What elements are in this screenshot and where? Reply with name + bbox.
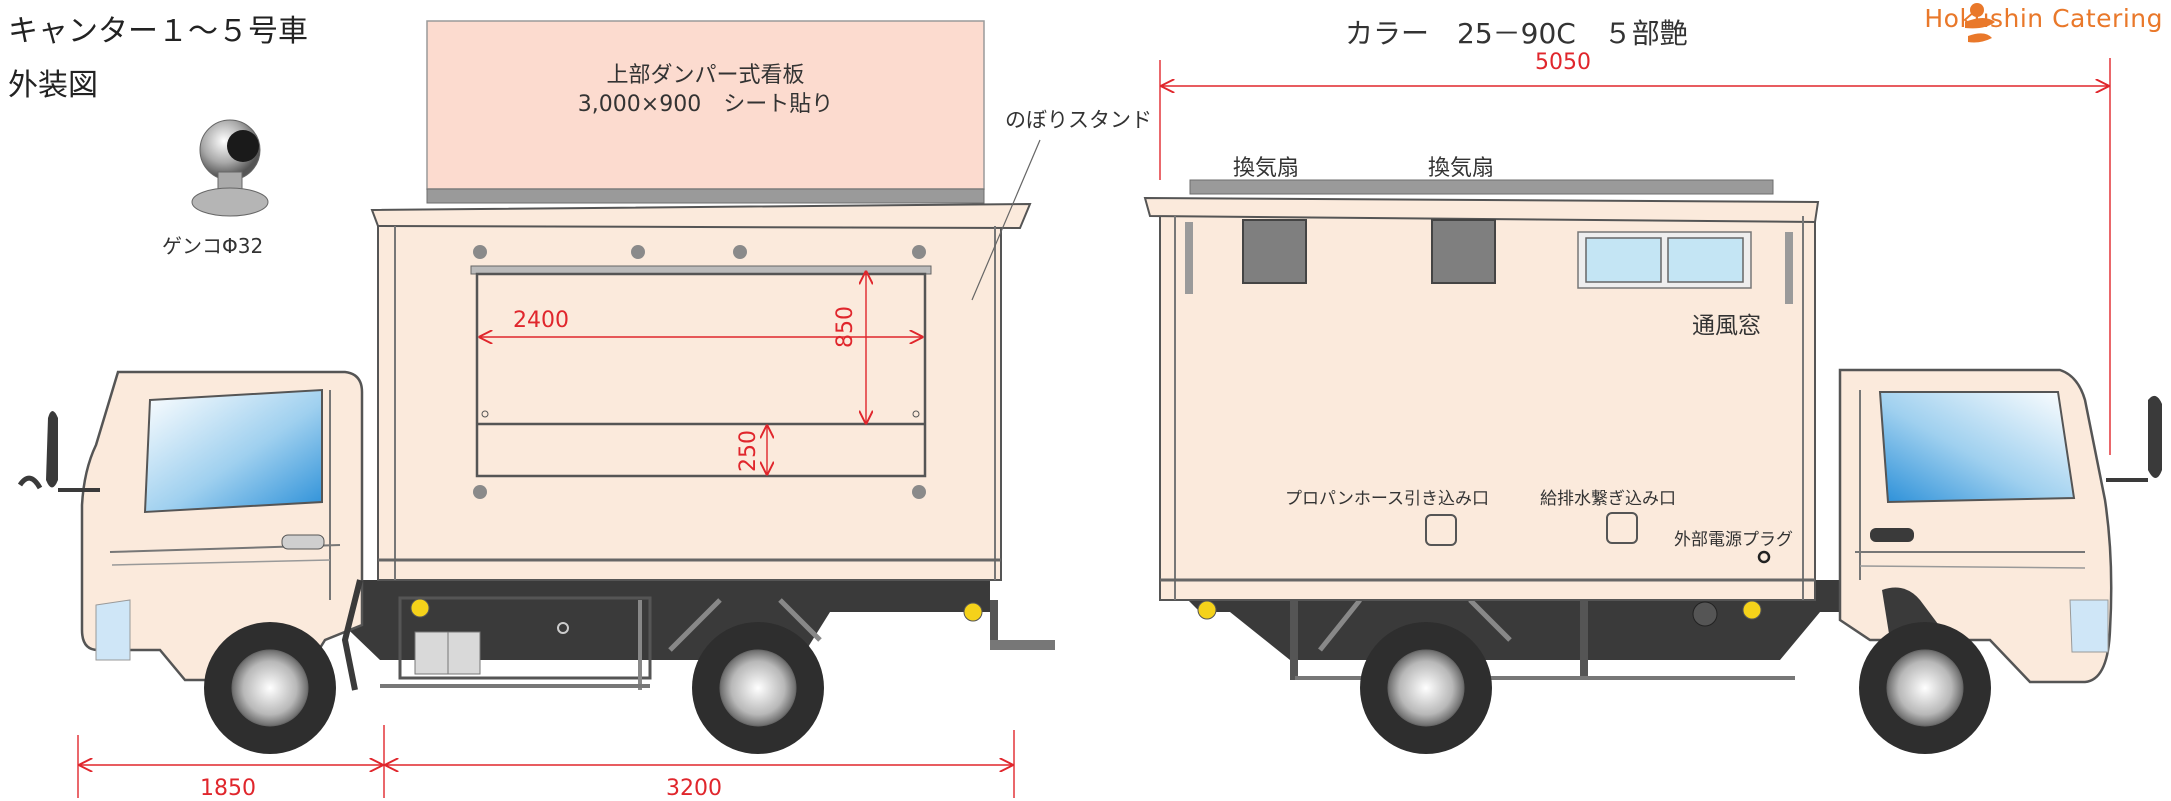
signboard xyxy=(426,20,985,190)
propane-inlet xyxy=(1425,514,1457,546)
left-truck xyxy=(17,20,1055,798)
title-exterior: 外装図 xyxy=(8,68,98,103)
left-chassis xyxy=(300,580,990,660)
signboard-line2: 3,000×900 シート貼り xyxy=(577,92,834,117)
total-length-dim: 5050 xyxy=(1535,50,1591,75)
window-width-dim: 2400 xyxy=(513,308,569,333)
window-height-dim: 850 xyxy=(833,306,858,348)
brand-name: Hokushin Catering xyxy=(1924,4,2163,33)
propane-label: プロパンホース引き込み口 xyxy=(1285,489,1489,509)
right-front-wheel xyxy=(1859,622,1991,754)
vent-fan-2 xyxy=(1431,219,1496,284)
body-length-dim: 3200 xyxy=(666,776,722,801)
water-label: 給排水繋ぎ込み口 xyxy=(1540,489,1676,509)
power-plug-label: 外部電源プラグ xyxy=(1674,530,1793,550)
right-truck xyxy=(1143,58,2162,754)
brand-logo: Hokushin Catering xyxy=(1924,4,2163,33)
genko-fitting-icon xyxy=(191,119,269,217)
fan2-label: 換気扇 xyxy=(1428,156,1495,181)
left-front-wheel xyxy=(204,622,336,754)
signboard-line1: 上部ダンパー式看板 xyxy=(606,63,805,88)
vent-fan-1 xyxy=(1242,219,1307,284)
power-plug xyxy=(1757,550,1771,564)
left-rear-wheel xyxy=(692,622,824,754)
serving-window xyxy=(470,265,932,478)
vent-window-label: 通風窓 xyxy=(1692,313,1761,339)
hokushin-logo-icon xyxy=(1965,3,1995,43)
fan1-label: 換気扇 xyxy=(1233,156,1300,181)
flag-stand-label: のぼりスタンド xyxy=(1005,108,1152,132)
title-vehicles: キャンター１～５号車 xyxy=(8,14,308,49)
vent-window xyxy=(1577,231,1752,289)
counter-height-dim: 250 xyxy=(736,430,761,472)
cab-length-dim: 1850 xyxy=(200,776,256,801)
color-note: カラー 25－90C ５部艶 xyxy=(1345,17,1688,50)
right-rear-wheel xyxy=(1360,622,1492,754)
water-inlet xyxy=(1606,512,1638,544)
left-cab xyxy=(17,370,364,691)
right-cab xyxy=(1838,368,2162,684)
genko-label: ゲンコΦ32 xyxy=(162,234,264,258)
